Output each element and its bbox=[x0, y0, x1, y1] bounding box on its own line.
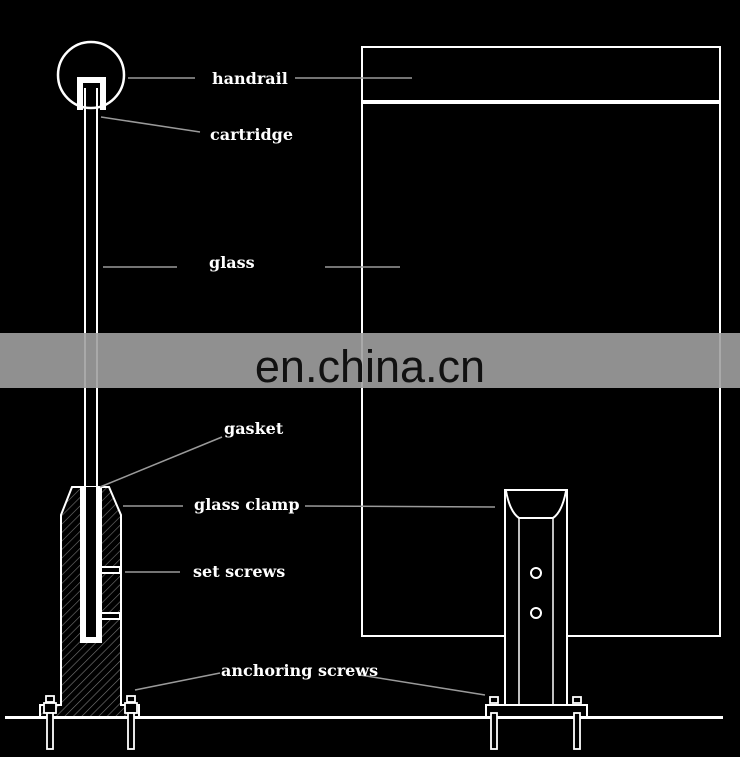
watermark-text: en.china.cn bbox=[255, 341, 485, 392]
glass-in-channel bbox=[86, 487, 96, 637]
gasket-channel bbox=[80, 487, 102, 643]
anchor-bolt bbox=[124, 695, 138, 750]
base-plate bbox=[485, 704, 588, 718]
set-screw bbox=[100, 612, 121, 620]
watermark-band bbox=[0, 333, 740, 388]
screw-hole bbox=[530, 607, 542, 619]
anchor-bolt bbox=[489, 696, 499, 750]
anchor-bolt bbox=[572, 696, 582, 750]
label-glass: glass bbox=[209, 253, 255, 272]
label-gasket: gasket bbox=[224, 419, 284, 438]
front-view bbox=[361, 46, 721, 750]
clamp-front bbox=[504, 489, 568, 706]
clamp-top-curve bbox=[505, 490, 567, 519]
leader-lines bbox=[99, 77, 496, 696]
screw-hole bbox=[530, 567, 542, 579]
anchor-bolt bbox=[43, 695, 57, 750]
cartridge-shape bbox=[77, 77, 106, 110]
set-screw bbox=[100, 566, 121, 574]
label-cartridge: cartridge bbox=[210, 125, 293, 144]
label-glass-clamp: glass clamp bbox=[194, 495, 300, 514]
handrail-shape bbox=[56, 40, 126, 110]
section-view bbox=[39, 40, 140, 750]
top-rail bbox=[362, 100, 720, 104]
ground-line bbox=[5, 716, 723, 719]
label-set-screws: set screws bbox=[193, 562, 285, 581]
label-handrail: handrail bbox=[212, 69, 288, 88]
label-anchoring-screws: anchoring screws bbox=[221, 661, 378, 680]
